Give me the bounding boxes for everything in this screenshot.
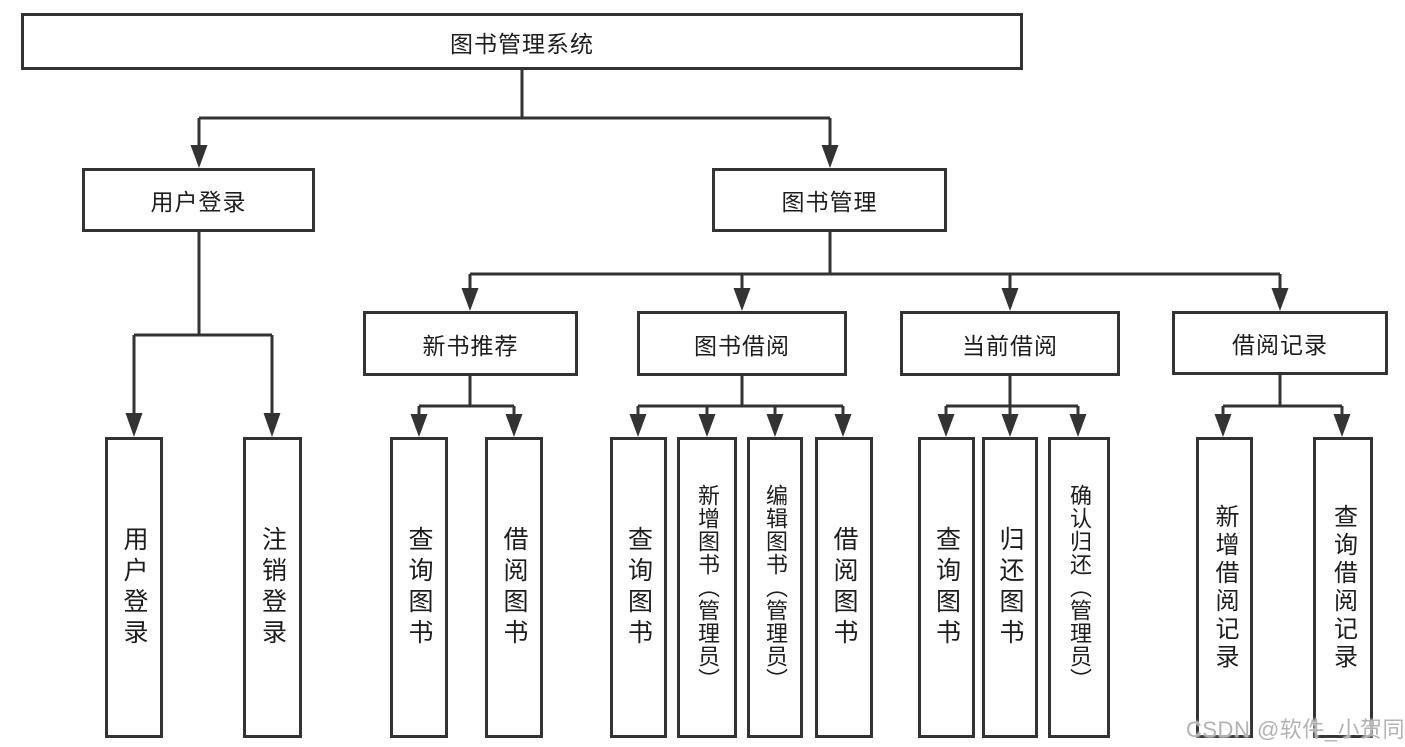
node-label: 查询借阅记录 bbox=[1329, 503, 1357, 672]
node-book-borrow: 图书借阅 bbox=[637, 311, 847, 376]
node-leaf-return-book: 归还图书 bbox=[982, 437, 1038, 738]
node-leaf-confirm-return-admin: 确认归还（管理员） bbox=[1048, 437, 1110, 738]
node-label: 归还图书 bbox=[996, 525, 1024, 650]
node-leaf-edit-book-admin: 编辑图书（管理员） bbox=[747, 437, 803, 738]
node-label: 当前借阅 bbox=[962, 332, 1058, 359]
node-label: 借阅图书 bbox=[500, 525, 528, 650]
node-leaf-add-borrow-record: 新增借阅记录 bbox=[1196, 437, 1253, 738]
node-label: 图书管理系统 bbox=[450, 30, 594, 57]
node-leaf-borrow-books-2: 借阅图书 bbox=[815, 437, 873, 738]
connector-lines bbox=[132, 69, 1344, 418]
node-leaf-add-book-admin: 新增图书（管理员） bbox=[677, 437, 737, 738]
node-label: 新增借阅记录 bbox=[1211, 503, 1238, 672]
node-new-book-recommend: 新书推荐 bbox=[363, 311, 578, 376]
node-root: 图书管理系统 bbox=[21, 13, 1023, 70]
node-leaf-query-borrow-record: 查询借阅记录 bbox=[1313, 437, 1373, 738]
node-label: 用户登录 bbox=[120, 525, 148, 650]
node-label: 图书借阅 bbox=[694, 332, 790, 359]
node-label: 图书管理 bbox=[781, 189, 878, 215]
node-leaf-logout: 注销登录 bbox=[243, 437, 302, 738]
node-label: 查询图书 bbox=[932, 525, 961, 650]
node-label: 新书推荐 bbox=[422, 332, 519, 359]
node-label: 编辑图书（管理员） bbox=[763, 484, 788, 691]
node-label: 用户登录 bbox=[150, 189, 247, 215]
node-user-login: 用户登录 bbox=[82, 168, 315, 232]
node-leaf-query-books-2: 查询图书 bbox=[610, 437, 667, 738]
node-leaf-borrow-books-1: 借阅图书 bbox=[485, 437, 543, 738]
node-label: 确认归还（管理员） bbox=[1067, 484, 1092, 691]
node-label: 注销登录 bbox=[258, 525, 287, 650]
connector-arrowheads bbox=[125, 145, 1351, 437]
node-leaf-query-books-1: 查询图书 bbox=[390, 437, 448, 738]
node-label: 查询图书 bbox=[405, 525, 433, 650]
node-borrow-records: 借阅记录 bbox=[1172, 311, 1388, 375]
node-book-management: 图书管理 bbox=[712, 168, 947, 232]
node-label: 查询图书 bbox=[624, 525, 653, 650]
node-leaf-user-login: 用户登录 bbox=[105, 437, 163, 738]
node-leaf-query-books-3: 查询图书 bbox=[918, 437, 975, 738]
node-label: 新增图书（管理员） bbox=[695, 484, 720, 691]
node-current-borrow: 当前借阅 bbox=[900, 311, 1120, 376]
node-label: 借阅图书 bbox=[830, 525, 858, 650]
node-label: 借阅记录 bbox=[1232, 332, 1328, 358]
watermark-text: CSDN @软件_小贺同学 bbox=[1186, 717, 1405, 742]
